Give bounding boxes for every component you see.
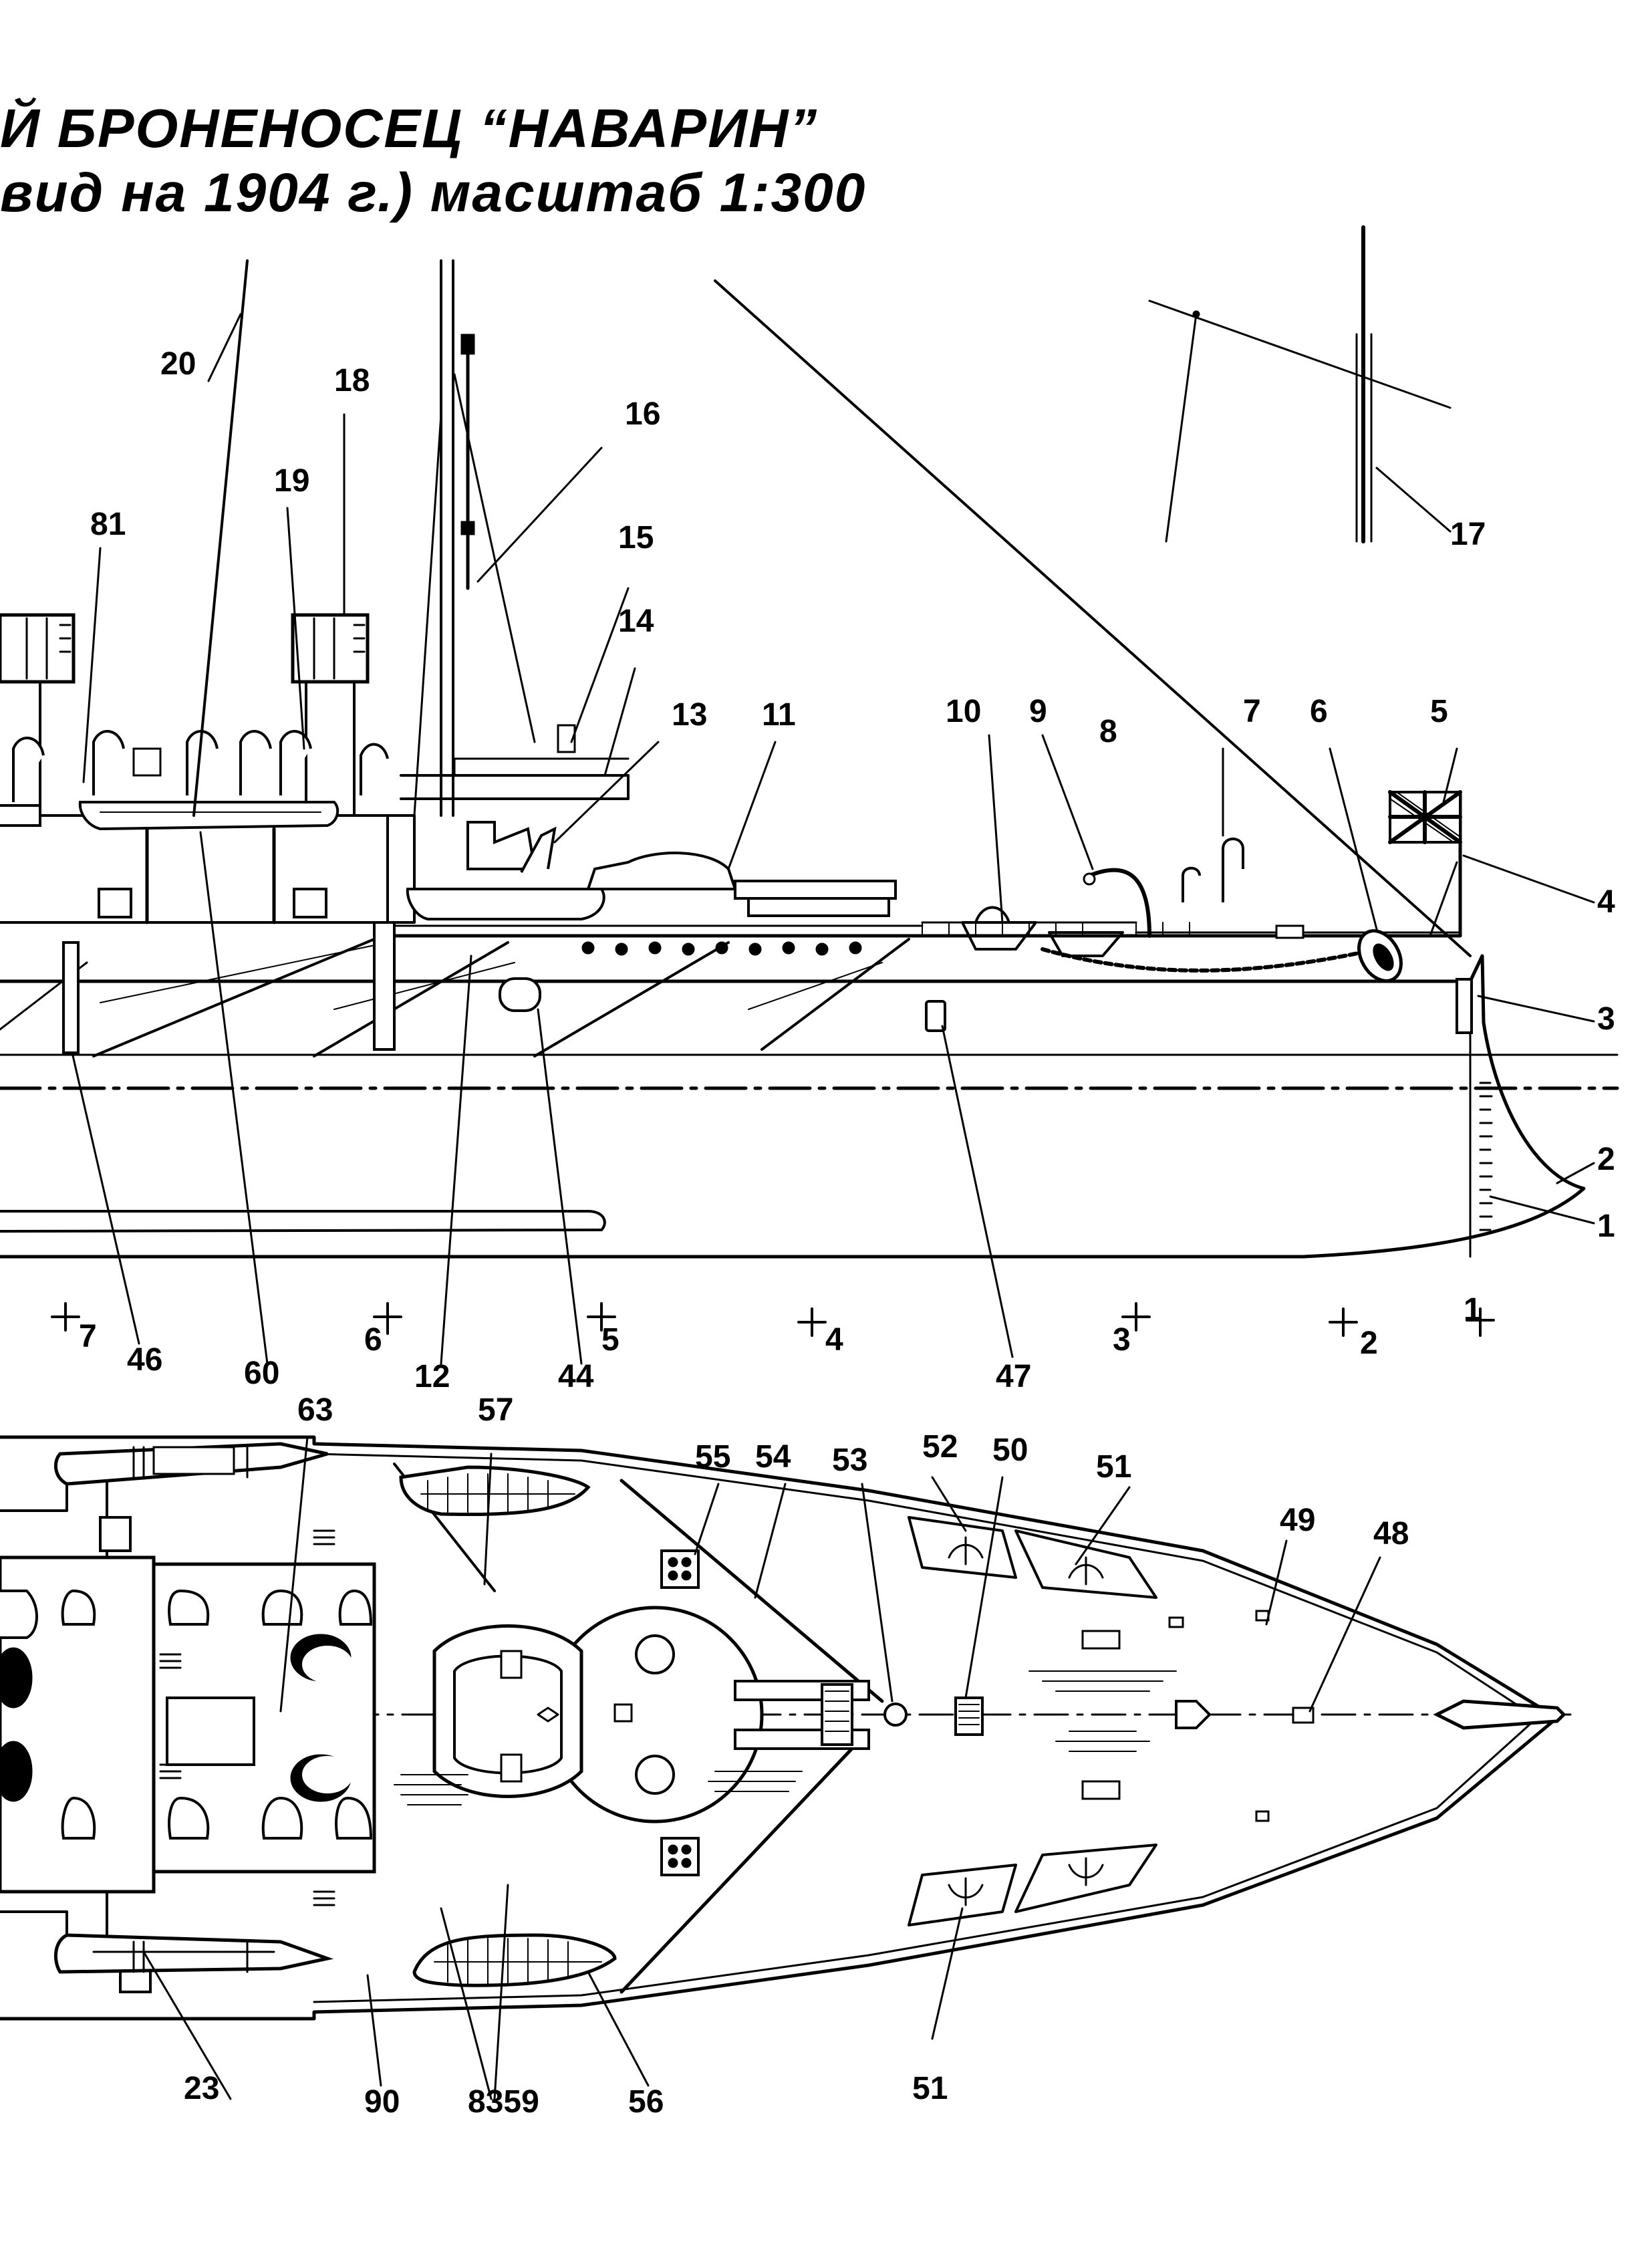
callout-label: 4 — [1597, 884, 1615, 920]
callout-label: 90 — [364, 2084, 400, 2120]
net-booms — [0, 938, 910, 1057]
mast-and-rigging — [192, 225, 1472, 957]
callout-label: 10 — [946, 694, 981, 729]
callout-label: 6 — [1310, 694, 1328, 729]
boat-hatch — [499, 977, 541, 1012]
callout-label: 12 — [414, 1359, 450, 1394]
callout-label: 51 — [912, 2071, 948, 2106]
jack-flag — [1388, 790, 1462, 844]
callout-label: 15 — [618, 520, 654, 555]
funnels — [0, 613, 370, 817]
callout-label: 5 — [1430, 694, 1448, 729]
callout-label: 56 — [628, 2084, 664, 2120]
callout-label: 16 — [625, 396, 660, 432]
callout-label: 53 — [832, 1442, 867, 1478]
side-elevation-view — [0, 225, 1619, 1365]
aft-superstructure — [0, 1469, 376, 1993]
callout-label: 47 — [996, 1359, 1031, 1394]
ships-boats — [0, 730, 605, 920]
callout-label: 2 — [1597, 1142, 1615, 1177]
scuttle — [925, 1000, 946, 1032]
callout-label: 63 — [297, 1392, 333, 1428]
callout-label: 55 — [695, 1439, 730, 1475]
plan-leader-lines — [142, 1436, 1381, 2100]
callout-label: 23 — [184, 2071, 219, 2106]
drawing-title: Й БРОНЕНОСЕЦ “НАВАРИН” — [0, 98, 819, 159]
callout-label: 19 — [274, 463, 309, 499]
deck-plan-view — [0, 1435, 1572, 2100]
callout-label: 6 — [364, 1322, 382, 1358]
forward-turret — [394, 1606, 908, 1824]
callout-label: 52 — [922, 1429, 958, 1465]
callout-label: 1 — [1597, 1209, 1615, 1244]
callout-label: 5 — [601, 1322, 620, 1358]
callout-label: 7 — [1243, 694, 1261, 729]
hull — [0, 954, 1586, 1259]
callout-label: 3 — [1113, 1322, 1131, 1358]
superstructure — [0, 724, 1403, 983]
drawing-subtitle: вид на 1904 г.) масштаб 1:300 — [0, 162, 867, 223]
plan-anchors — [908, 1516, 1157, 1926]
station-marks — [51, 1302, 1495, 1337]
callout-label: 50 — [992, 1432, 1028, 1468]
callout-label: 20 — [160, 346, 196, 382]
callout-label: 81 — [90, 507, 126, 542]
callout-label: 8 — [1099, 714, 1117, 749]
stem — [1433, 1699, 1566, 1730]
plan-view-callouts: 63 57 55 54 53 52 50 51 49 48 23 90 8359 56 51 — [184, 1392, 1409, 2120]
callout-label: 8359 — [468, 2084, 539, 2120]
callout-label: 1 — [1464, 1292, 1482, 1328]
callout-label: 11 — [762, 697, 796, 733]
callout-label: 3 — [1597, 1001, 1615, 1037]
callout-label: 46 — [127, 1342, 162, 1378]
callout-label: 17 — [1450, 517, 1486, 552]
station-mark-labels: 7 6 5 4 3 2 1 — [79, 1292, 1482, 1361]
callout-label: 13 — [672, 697, 707, 733]
callout-label: 51 — [1096, 1449, 1131, 1485]
callout-label: 14 — [618, 604, 654, 639]
callout-label: 18 — [334, 363, 370, 398]
callout-label: 9 — [1029, 694, 1047, 729]
callout-label: 48 — [1373, 1516, 1409, 1551]
boom-stowage — [62, 941, 80, 1054]
gun-ports — [581, 941, 862, 956]
callout-label: 4 — [825, 1322, 843, 1358]
callout-label: 60 — [244, 1356, 279, 1391]
callout-label: 57 — [478, 1392, 513, 1428]
callout-label: 2 — [1360, 1326, 1378, 1361]
callout-label: 7 — [79, 1319, 97, 1354]
callout-label: 44 — [558, 1359, 594, 1394]
deck-fittings — [660, 1549, 1315, 1876]
boom-stowage — [373, 921, 396, 1051]
callout-label: 49 — [1280, 1503, 1315, 1538]
plan-boats — [53, 1442, 617, 1987]
callout-label: 54 — [755, 1439, 791, 1475]
side-leader-lines — [71, 313, 1595, 1365]
